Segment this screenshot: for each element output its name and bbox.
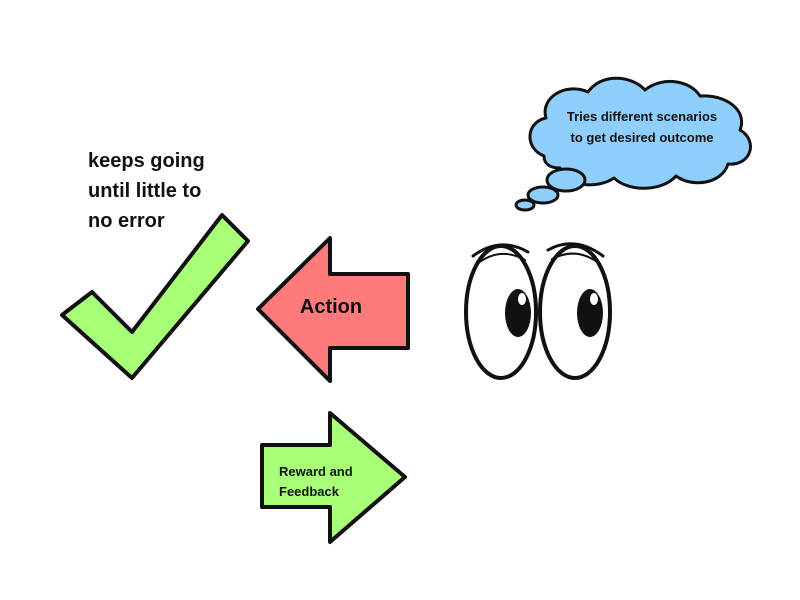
checkmark-icon [60,213,250,380]
reward-label: Reward and Feedback [279,464,353,499]
action-label: Action [299,296,363,318]
thought-bubble-icon [514,76,752,212]
thought-text: Tries different scenarios to get desired… [566,109,718,145]
action-arrow-icon [256,236,410,383]
eyes-icon [464,242,612,380]
repeat-label: keeps going until little to no error [88,150,205,232]
reward-arrow-icon [260,411,407,544]
